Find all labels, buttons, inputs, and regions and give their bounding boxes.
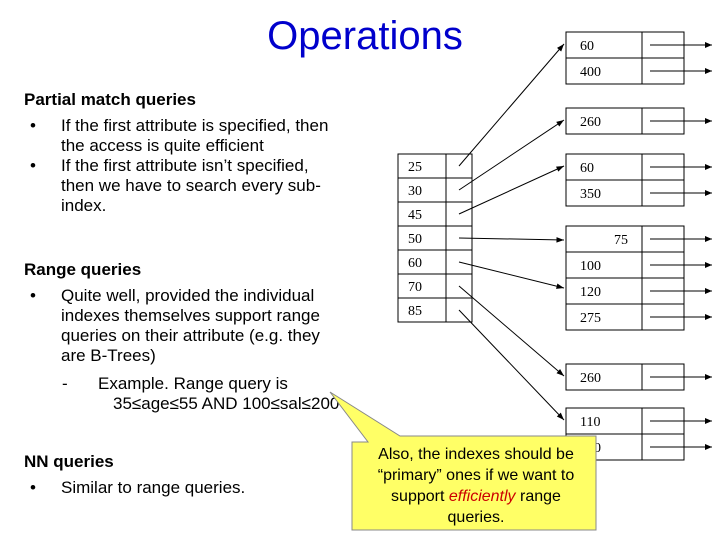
nn-b1: Similar to range queries.: [61, 478, 246, 497]
block-cell: [565, 251, 643, 279]
callout-line3: support efficiently range: [356, 486, 596, 507]
range-example-l1: Example. Range query is: [98, 374, 288, 393]
first-index-cell: [397, 297, 447, 323]
block-value: 260: [580, 115, 601, 130]
arrowhead: [705, 374, 712, 380]
arrowhead: [705, 444, 712, 450]
first-index-cell: [397, 201, 447, 227]
arrowhead: [705, 164, 712, 170]
callout-text: Also, the indexes should be “primary” on…: [356, 444, 596, 528]
index-pointer-arrow: [458, 285, 565, 377]
index-pointer-arrow: [458, 237, 565, 241]
index-pointer-arrow: [458, 261, 565, 289]
first-index: 25 30 45 50 60 70 85: [397, 153, 473, 323]
range-heading: Range queries: [24, 260, 142, 279]
first-index-cell: [397, 273, 447, 299]
first-index-value: 45: [408, 208, 422, 223]
arrowhead: [556, 283, 564, 289]
pointer-arrows: [458, 42, 712, 450]
block-cell: [565, 363, 643, 391]
block-value: 350: [580, 187, 601, 202]
block-cell: [565, 277, 643, 305]
block-cell: [565, 225, 643, 253]
block-value: 60: [580, 161, 594, 176]
block-cell: [565, 31, 643, 59]
partial-heading: Partial match queries: [24, 90, 196, 109]
block-cell: [565, 57, 643, 85]
block-cell: [565, 303, 643, 331]
arrowhead: [705, 418, 712, 424]
arrowhead: [705, 42, 712, 48]
block-cell: [565, 407, 643, 435]
arrowhead: [705, 288, 712, 294]
first-index-cell: [397, 249, 447, 275]
bullet: •: [30, 156, 36, 175]
range-b1-l3: queries on their attribute (e.g. they: [61, 326, 320, 345]
index-pointer-arrow: [458, 119, 565, 191]
arrowhead: [556, 412, 564, 420]
block-value: 275: [580, 311, 601, 326]
dash: -: [62, 374, 68, 393]
arrowhead: [556, 166, 564, 172]
page-title: Operations: [267, 14, 463, 58]
first-index-cell: [397, 225, 447, 251]
nn-heading: NN queries: [24, 452, 114, 471]
range-b1-l1: Quite well, provided the individual: [61, 286, 315, 305]
callout-line2: “primary” ones if we want to: [377, 467, 575, 484]
first-index-cell: [397, 153, 447, 179]
range-b1-l2: indexes themselves support range: [61, 306, 320, 325]
arrowhead: [705, 262, 712, 268]
callout-line3-a: support: [391, 488, 449, 505]
block-cell: [565, 179, 643, 207]
first-index-value: 85: [408, 304, 422, 319]
partial-b1-l1: If the first attribute is specified, the…: [61, 116, 329, 135]
arrowhead: [705, 118, 712, 124]
partial-b2-l3: index.: [61, 196, 107, 215]
block-value: 120: [580, 285, 601, 300]
block-value: 400: [580, 65, 601, 80]
index-pointer-arrow: [458, 165, 565, 215]
index-pointer-arrow: [458, 43, 565, 167]
callout-emphasis: efficiently: [448, 488, 516, 505]
block-value: 260: [580, 371, 601, 386]
arrowhead: [705, 236, 712, 242]
range-b1-l4: are B-Trees): [61, 346, 156, 365]
arrowhead: [556, 369, 564, 376]
partial-b2-l1: If the first attribute isn’t specified,: [61, 156, 309, 175]
callout-line1: Also, the indexes should be: [378, 446, 574, 463]
first-index-cell: [397, 177, 447, 203]
block-value: 60: [580, 39, 594, 54]
first-index-value: 25: [408, 160, 422, 175]
arrowhead: [556, 120, 564, 127]
range-example-l2: 35≤age≤55 AND 100≤sal≤200: [113, 394, 340, 413]
arrowhead: [705, 190, 712, 196]
partial-b1-l2: the access is quite efficient: [61, 136, 264, 155]
index-blocks: 604002606035075100120275260110140: [565, 31, 685, 461]
block-value: 75: [614, 233, 628, 248]
arrowhead: [705, 314, 712, 320]
bullet: •: [30, 116, 36, 135]
arrowhead: [557, 44, 564, 52]
block-value: 110: [580, 415, 600, 430]
index-pointer-arrow: [458, 309, 565, 421]
first-index-value: 70: [408, 280, 422, 295]
block-cell: [565, 107, 643, 135]
callout-balloon: [329, 391, 597, 531]
first-index-value: 60: [408, 256, 422, 271]
callout-line3-b: range: [515, 488, 561, 505]
block-cell: [565, 153, 643, 181]
first-index-value: 30: [408, 184, 422, 199]
block-value: 100: [580, 259, 601, 274]
first-index-value: 50: [408, 232, 422, 247]
bullet: •: [30, 478, 36, 497]
partial-b2-l2: then we have to search every sub-: [61, 176, 321, 195]
arrowhead: [705, 68, 712, 74]
bullet: •: [30, 286, 36, 305]
arrowhead: [556, 237, 564, 243]
callout-line4: queries.: [447, 509, 505, 526]
